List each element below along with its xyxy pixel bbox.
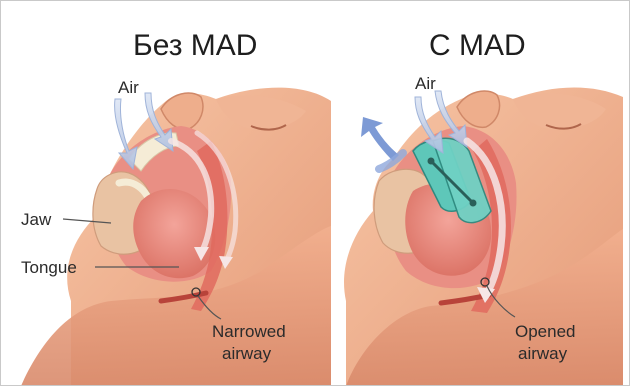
right-panel: С MAD Air Opened airway	[344, 29, 623, 386]
opened-airway-label-line1: Opened	[515, 322, 576, 341]
left-panel: Без MAD Air Jaw Tongue Narrowed airway	[21, 29, 331, 386]
mad-hinge-top	[428, 158, 435, 165]
right-air-label: Air	[415, 74, 436, 93]
left-air-label: Air	[118, 78, 139, 97]
narrowed-airway-label-line1: Narrowed	[212, 322, 286, 341]
right-panel-title: С MAD	[429, 29, 526, 62]
left-panel-title: Без MAD	[133, 29, 257, 62]
tongue-label: Tongue	[21, 258, 77, 277]
narrowed-airway-label-line2: airway	[222, 344, 272, 363]
left-air-arrow-1	[115, 99, 137, 169]
exit-air-arrow	[361, 117, 399, 161]
opened-airway-label-line2: airway	[518, 344, 568, 363]
jaw-label: Jaw	[21, 210, 52, 229]
mad-hinge-bottom	[470, 200, 477, 207]
